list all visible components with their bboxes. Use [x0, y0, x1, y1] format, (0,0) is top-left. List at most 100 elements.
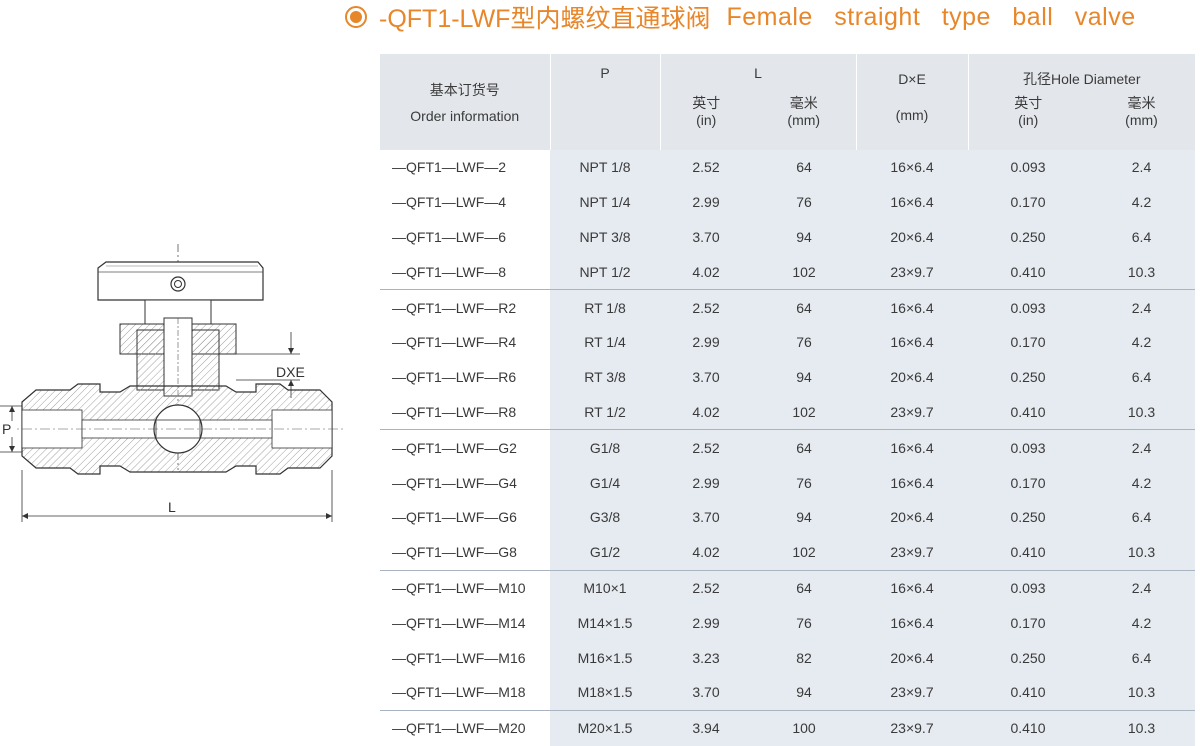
cell-hole-mm: 10.3 — [1088, 709, 1195, 746]
cell-order-code: —QFT1—LWF—M18 — [380, 674, 550, 711]
cell-l-in: 3.70 — [660, 359, 752, 395]
header-dxe-unit: (mm) — [895, 107, 929, 123]
l-label: L — [168, 499, 176, 515]
cell-order-code: —QFT1—LWF—M20 — [380, 709, 550, 746]
cell-l-mm: 100 — [752, 709, 856, 746]
cell-order-code: —QFT1—LWF—2 — [380, 150, 550, 185]
cell-hole-mm: 6.4 — [1088, 640, 1195, 675]
header-p: P — [549, 54, 660, 150]
cell-order-code: —QFT1—LWF—R8 — [380, 394, 550, 430]
cell-hole-in: 0.170 — [968, 184, 1088, 220]
cell-dxe-mm: 23×9.7 — [856, 709, 968, 746]
cell-l-mm: 64 — [752, 569, 856, 606]
cell-dxe-mm: 20×6.4 — [856, 219, 968, 255]
header-dxe: D×E (mm) — [855, 54, 968, 150]
spec-table: 基本订货号 Order information P L D×E (mm) 孔径H… — [380, 54, 1195, 746]
cell-dxe-mm: 16×6.4 — [856, 184, 968, 220]
cell-hole-in: 0.410 — [968, 254, 1088, 290]
cell-l-mm: 76 — [752, 324, 856, 360]
cell-l-in: 4.02 — [660, 534, 752, 571]
cell-order-code: —QFT1—LWF—8 — [380, 254, 550, 290]
p-dimension: P — [0, 405, 22, 453]
cell-p-thread: G3/8 — [550, 499, 660, 535]
header-order-en: Order information — [410, 108, 520, 124]
valve-drawing: DXE P L — [0, 244, 345, 522]
cell-hole-in: 0.170 — [968, 324, 1088, 360]
cell-p-thread: NPT 3/8 — [550, 219, 660, 255]
cell-order-code: —QFT1—LWF—M10 — [380, 569, 550, 606]
cell-dxe-mm: 23×9.7 — [856, 534, 968, 571]
valve-body — [4, 383, 345, 475]
cell-l-in: 3.94 — [660, 709, 752, 746]
cell-l-in: 2.52 — [660, 569, 752, 606]
cell-dxe-mm: 16×6.4 — [856, 429, 968, 466]
cell-hole-in: 0.170 — [968, 465, 1088, 500]
cell-p-thread: NPT 1/8 — [550, 150, 660, 185]
cell-dxe-mm: 16×6.4 — [856, 465, 968, 500]
dxe-label: DXE — [276, 364, 305, 380]
cell-hole-in: 0.093 — [968, 289, 1088, 325]
cell-hole-mm: 2.4 — [1088, 569, 1195, 606]
cell-l-in: 4.02 — [660, 394, 752, 430]
cell-l-in: 2.99 — [660, 465, 752, 500]
cell-p-thread: G1/8 — [550, 429, 660, 466]
cell-hole-in: 0.093 — [968, 429, 1088, 466]
cell-hole-mm: 10.3 — [1088, 674, 1195, 711]
page-title: -QFT1-LWF型内螺纹直通球阀 Female straight type b… — [345, 0, 1136, 34]
cell-l-in: 3.23 — [660, 640, 752, 675]
cell-hole-mm: 4.2 — [1088, 605, 1195, 641]
cell-l-in: 2.99 — [660, 184, 752, 220]
title-english: Female straight type ball valve — [726, 2, 1136, 31]
header-order: 基本订货号 Order information — [380, 54, 550, 150]
cell-hole-mm: 2.4 — [1088, 429, 1195, 466]
cell-p-thread: NPT 1/2 — [550, 254, 660, 290]
cell-hole-mm: 2.4 — [1088, 289, 1195, 325]
handle — [97, 261, 264, 301]
cell-p-thread: G1/2 — [550, 534, 660, 571]
cell-p-thread: M16×1.5 — [550, 640, 660, 675]
cell-p-thread: M14×1.5 — [550, 605, 660, 641]
header-l: L — [659, 54, 856, 90]
cell-order-code: —QFT1—LWF—R6 — [380, 359, 550, 395]
cell-hole-in: 0.093 — [968, 569, 1088, 606]
cell-l-in: 3.70 — [660, 499, 752, 535]
cell-dxe-mm: 16×6.4 — [856, 605, 968, 641]
title-code: -QFT1-LWF型内螺纹直通球阀 — [379, 5, 711, 33]
cell-p-thread: M10×1 — [550, 569, 660, 606]
cell-dxe-mm: 16×6.4 — [856, 150, 968, 185]
cell-l-mm: 94 — [752, 359, 856, 395]
cell-l-mm: 76 — [752, 465, 856, 500]
header-l-in: 英寸(in) — [659, 90, 752, 150]
cell-hole-in: 0.410 — [968, 709, 1088, 746]
cell-order-code: —QFT1—LWF—M16 — [380, 640, 550, 675]
cell-l-mm: 82 — [752, 640, 856, 675]
cell-dxe-mm: 23×9.7 — [856, 394, 968, 430]
table-header: 基本订货号 Order information P L D×E (mm) 孔径H… — [380, 54, 1195, 150]
cell-l-mm: 102 — [752, 534, 856, 571]
cell-hole-in: 0.093 — [968, 150, 1088, 185]
cell-hole-in: 0.410 — [968, 534, 1088, 571]
cell-hole-mm: 10.3 — [1088, 534, 1195, 571]
cell-dxe-mm: 23×9.7 — [856, 254, 968, 290]
cell-dxe-mm: 16×6.4 — [856, 324, 968, 360]
cell-l-mm: 64 — [752, 289, 856, 325]
cell-hole-in: 0.410 — [968, 674, 1088, 711]
cell-l-mm: 64 — [752, 429, 856, 466]
l-dimension: L — [21, 470, 333, 522]
header-hole: 孔径Hole Diameter — [967, 54, 1195, 90]
cell-p-thread: M18×1.5 — [550, 674, 660, 711]
cell-order-code: —QFT1—LWF—4 — [380, 184, 550, 220]
cell-l-in: 4.02 — [660, 254, 752, 290]
cell-l-mm: 94 — [752, 219, 856, 255]
cell-p-thread: G1/4 — [550, 465, 660, 500]
cell-l-mm: 76 — [752, 184, 856, 220]
cell-order-code: —QFT1—LWF—G6 — [380, 499, 550, 535]
p-label: P — [2, 421, 11, 437]
